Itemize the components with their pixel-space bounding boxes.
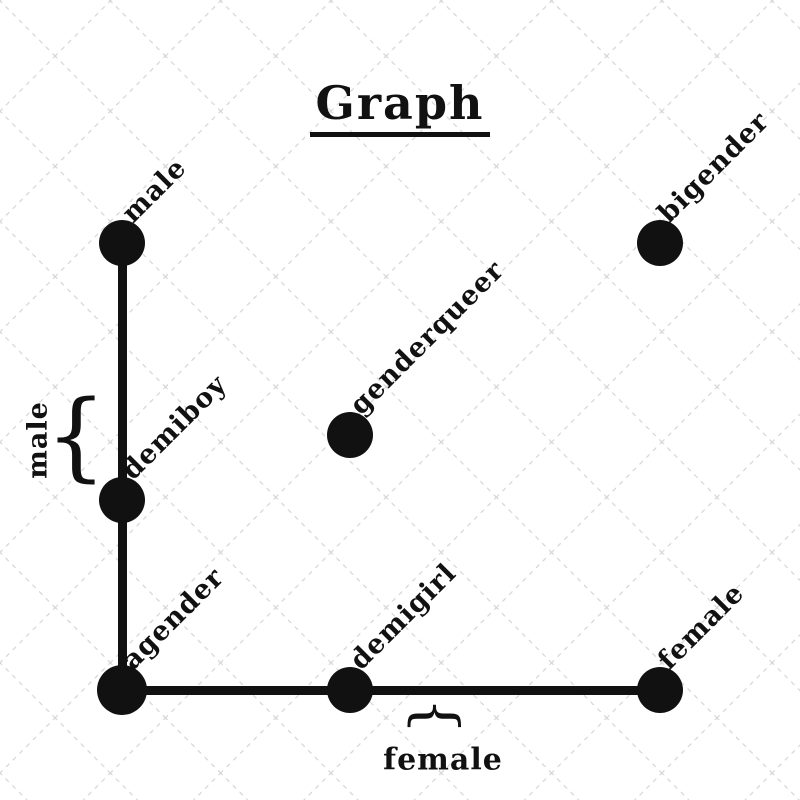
node-male-dot: [99, 220, 145, 266]
bottom-brace-label: female: [383, 742, 503, 778]
node-genderqueer-dot: [327, 412, 373, 458]
title-area: Graph: [0, 76, 800, 137]
curly-brace-left-icon: {: [45, 380, 107, 493]
node-agender-dot: [97, 665, 147, 715]
node-demigirl-dot: [327, 667, 373, 713]
diagram-title: Graph: [309, 76, 491, 137]
node-female-dot: [637, 667, 683, 713]
node-bigender-dot: [637, 220, 683, 266]
node-demiboy-dot: [99, 477, 145, 523]
curly-brace-bottom-icon: {: [403, 697, 471, 735]
edge-male-demiboy-agender: [118, 243, 127, 690]
edge-agender-demigirl-female: [122, 686, 660, 695]
